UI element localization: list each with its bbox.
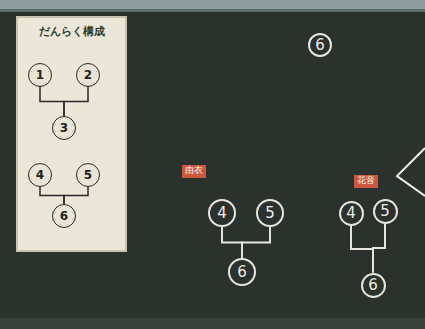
bracket-connector (64, 187, 88, 204)
paragraph-circle: 1 (28, 63, 52, 87)
paragraph-number: 1 (36, 69, 44, 81)
paragraph-number: 4 (346, 206, 356, 221)
chalk-circle: 6 (361, 273, 386, 298)
speech-bubble-tail (397, 148, 425, 196)
chalk-circle: 6 (228, 258, 256, 286)
bracket-connector (351, 226, 373, 273)
paper-card (18, 18, 125, 250)
paragraph-number: 3 (60, 122, 68, 134)
chalk-circle: 4 (339, 201, 364, 226)
name-tag: 花音 (354, 175, 378, 188)
paragraph-circle: 5 (76, 163, 100, 187)
paragraph-circle: 4 (28, 163, 52, 187)
paragraph-number: 5 (84, 169, 92, 181)
chalk-circle: 5 (373, 199, 398, 224)
bracket-connector (242, 227, 270, 258)
board-frame-shadow (0, 9, 425, 12)
chalk-circle: 6 (308, 33, 332, 57)
paragraph-number: 4 (36, 169, 44, 181)
paragraph-number: 6 (60, 210, 68, 222)
board-bottom (0, 318, 425, 329)
student-name: 由衣 (185, 166, 203, 176)
chalk-circle: 5 (256, 199, 284, 227)
paragraph-number: 5 (380, 204, 390, 219)
paper-card: 1 2 3 4 5 6 だんらく構成 (18, 18, 125, 250)
name-tag: 由衣 (182, 165, 206, 178)
paragraph-number: 5 (265, 206, 275, 221)
bracket-connector (373, 224, 385, 273)
paragraph-circle: 6 (52, 204, 76, 228)
chalk-circle: 4 (208, 199, 236, 227)
paragraph-number: 2 (84, 69, 92, 81)
paragraph-circle: 2 (76, 63, 100, 87)
paragraph-number: 6 (315, 38, 325, 53)
card-shadow (16, 16, 127, 252)
paragraph-circle: 3 (52, 116, 76, 140)
board-frame (0, 0, 425, 9)
paragraph-number: 4 (217, 206, 227, 221)
paragraph-number: 6 (368, 278, 378, 293)
bracket-connector (40, 87, 64, 116)
student-name: 花音 (357, 176, 375, 186)
paragraph-number: 6 (237, 265, 247, 280)
bracket-connector (40, 187, 64, 204)
bracket-connector (222, 227, 242, 258)
card-heading: だんらく構成 (18, 24, 125, 39)
bracket-connector (64, 87, 88, 116)
